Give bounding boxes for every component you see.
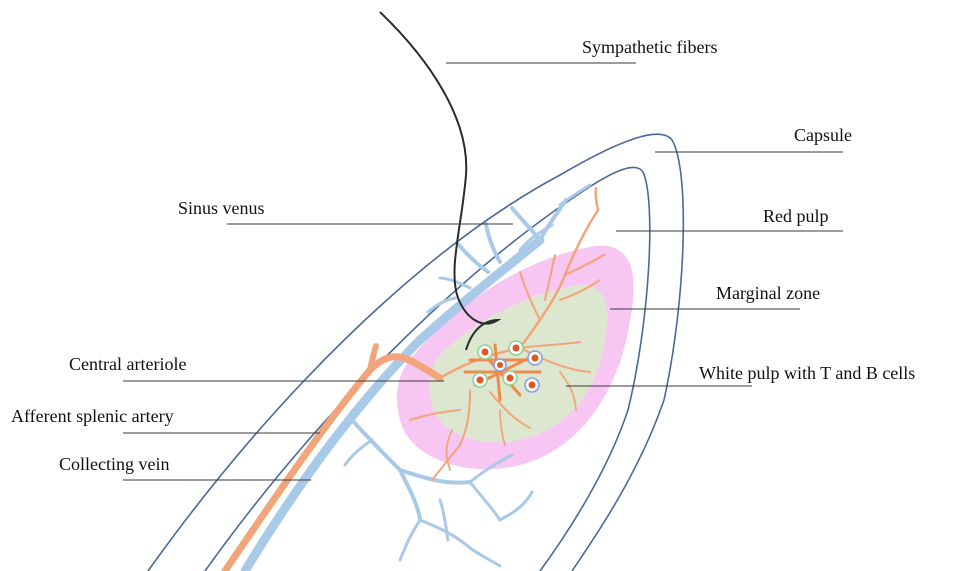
label-collecting-vein: Collecting vein [59,454,169,474]
label-sinus-venus: Sinus venus [178,198,265,218]
label-marginal-zone: Marginal zone [716,283,820,303]
label-central-arteriole: Central arteriole [69,354,186,374]
label-red-pulp: Red pulp [763,206,829,226]
label-sympathetic-fibers: Sympathetic fibers [582,37,717,57]
label-capsule: Capsule [794,125,852,145]
label-white-pulp: White pulp with T and B cells [699,363,915,383]
label-afferent-splenic-artery: Afferent splenic artery [11,406,174,426]
